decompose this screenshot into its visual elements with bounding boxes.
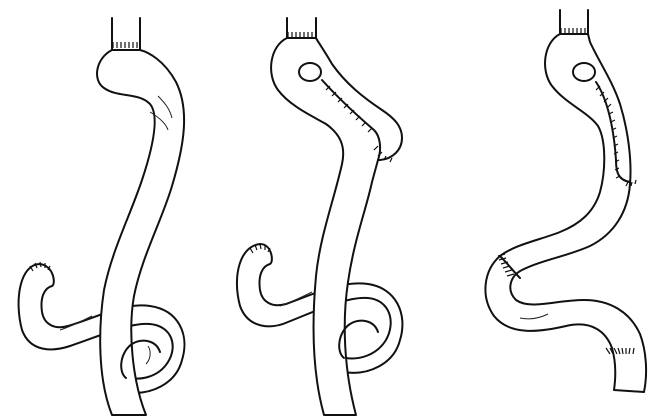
panel-3-pouch-opening xyxy=(573,63,595,81)
panel-2-pouch-opening xyxy=(299,63,321,81)
panel-1-esophagus xyxy=(112,18,140,50)
panel-1 xyxy=(19,18,185,415)
panel-2 xyxy=(237,18,402,415)
panel-3-gastric-tube xyxy=(485,34,646,392)
panel-2-esophagus xyxy=(287,18,316,38)
panel-3 xyxy=(485,10,646,392)
panel-3-esophagus xyxy=(560,10,588,34)
